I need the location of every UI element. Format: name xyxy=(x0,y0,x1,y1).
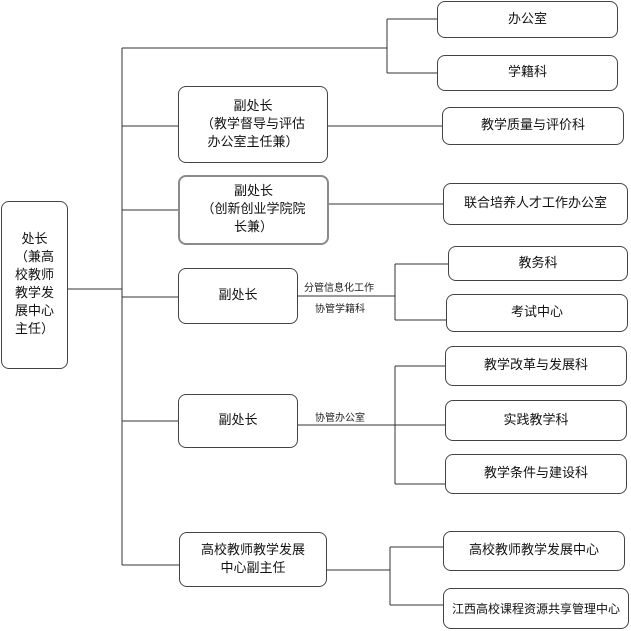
unit-label: 办公室 xyxy=(507,11,547,27)
unit-box-joint-training: 联合培养人才工作办公室 xyxy=(443,183,628,225)
unit-box-office: 办公室 xyxy=(437,1,618,38)
unit-label: 教学条件与建设科 xyxy=(483,466,588,481)
unit-label: 教务科 xyxy=(518,255,558,271)
deputy-label: 高校教师教学发展 中心副主任 xyxy=(200,542,305,576)
unit-box-exam-center: 考试中心 xyxy=(446,294,628,332)
unit-label: 教学质量与评价科 xyxy=(480,118,585,133)
head-label: 处长 （兼高 校教师 教学发 展中心 主任） xyxy=(14,232,54,337)
deputy-label: 副处长 xyxy=(218,413,258,428)
unit-label: 考试中心 xyxy=(510,305,563,320)
unit-label: 教学改革与发展科 xyxy=(483,358,588,373)
deputy-box-2: 副处长 （创新创业学院院 长兼） xyxy=(178,175,329,245)
unit-box-practice: 实践教学科 xyxy=(445,400,627,441)
deputy-label: 副处长 （创新创业学院院 长兼） xyxy=(201,184,306,235)
unit-label: 高校教师教学发展中心 xyxy=(468,543,599,558)
deputy-box-5: 高校教师教学发展 中心副主任 xyxy=(179,532,327,587)
unit-label: 学籍科 xyxy=(507,65,547,80)
unit-box-course-resources: 江西高校课程资源共享管理中心 xyxy=(443,588,629,629)
unit-box-reform: 教学改革与发展科 xyxy=(445,346,627,386)
deputy-box-1: 副处长 （教学督导与评估 办公室主任兼） xyxy=(178,86,328,163)
unit-label: 江西高校课程资源共享管理中心 xyxy=(451,601,620,616)
deputy-box-3: 副处长 xyxy=(178,268,298,324)
head-box: 处长 （兼高 校教师 教学发 展中心 主任） xyxy=(1,201,68,369)
deputy-box-4: 副处长 xyxy=(178,394,298,448)
deputy-label: 副处长 xyxy=(218,288,258,303)
unit-label: 联合培养人才工作办公室 xyxy=(463,196,607,211)
note-info: 分管信息化工作 xyxy=(304,283,374,294)
unit-box-academic-affairs: 教务科 xyxy=(448,246,628,281)
unit-box-teacher-center: 高校教师教学发展中心 xyxy=(443,531,625,571)
unit-box-registry: 学籍科 xyxy=(437,55,618,91)
deputy-label: 副处长 （教学督导与评估 办公室主任兼） xyxy=(200,98,305,150)
unit-box-conditions: 教学条件与建设科 xyxy=(445,454,627,494)
unit-box-quality: 教学质量与评价科 xyxy=(442,107,624,145)
note-registry: 协管学籍科 xyxy=(315,304,365,315)
note-office: 协管办公室 xyxy=(315,413,365,424)
unit-label: 实践教学科 xyxy=(503,412,569,428)
